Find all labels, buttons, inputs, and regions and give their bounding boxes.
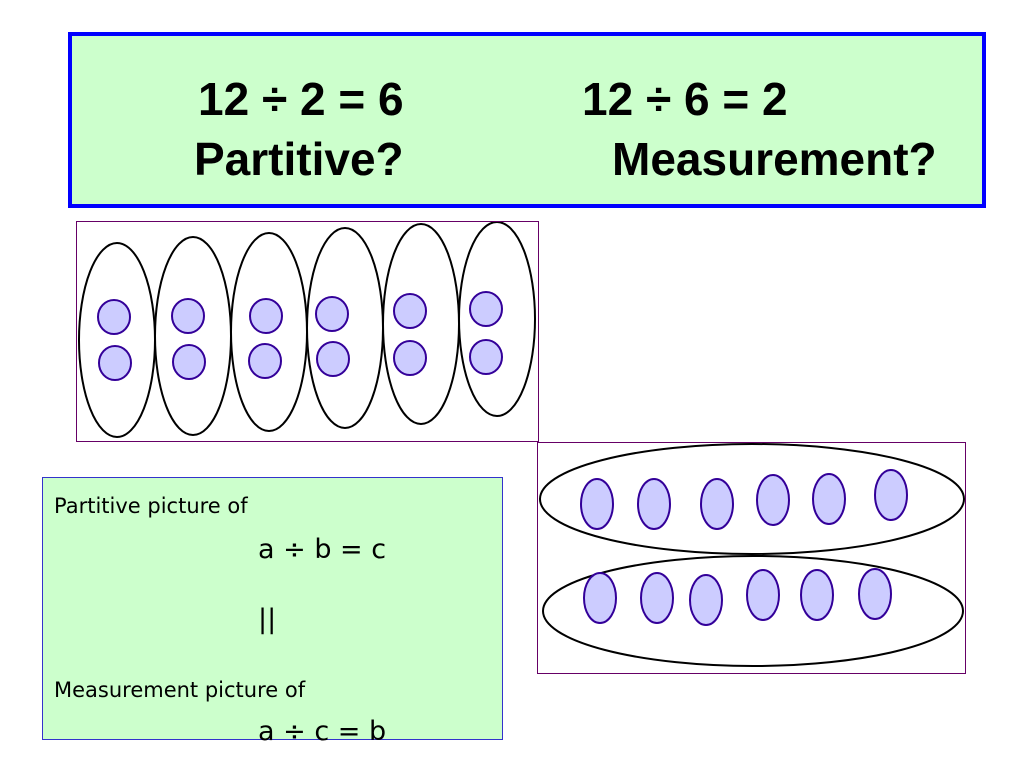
item-dot (97, 299, 131, 335)
partitive-groups (78, 222, 536, 438)
item-dot (812, 473, 846, 525)
item-dot (249, 298, 283, 334)
note-formula-measurement: a ÷ c = b (258, 716, 387, 747)
item-dot (248, 343, 282, 379)
note-measurement-caption: Measurement picture of (54, 678, 306, 702)
measurement-groups (539, 443, 965, 667)
label-partitive: Partitive? (194, 133, 404, 185)
note-partitive-caption: Partitive picture of (54, 494, 248, 518)
partitive-diagram-svg (78, 222, 536, 438)
item-dot (580, 478, 614, 530)
item-dot (637, 478, 671, 530)
item-dot (640, 572, 674, 624)
group-oval (458, 222, 536, 417)
title-panel: 12 ÷ 2 = 6 12 ÷ 6 = 2 Partitive? Measure… (68, 32, 986, 208)
group-oval (542, 555, 964, 667)
item-dot (756, 474, 790, 526)
item-dot (800, 569, 834, 621)
note-equals-sign: || (258, 604, 277, 635)
measurement-diagram (537, 442, 966, 674)
item-dot (583, 572, 617, 624)
group-oval (306, 227, 384, 429)
equation-measurement: 12 ÷ 6 = 2 (582, 73, 788, 125)
item-dot (316, 341, 350, 377)
equation-partitive: 12 ÷ 2 = 6 (198, 73, 404, 125)
group-oval (539, 443, 965, 555)
group-oval (78, 242, 156, 438)
label-measurement: Measurement? (612, 133, 937, 185)
item-dot (746, 569, 780, 621)
item-dot (393, 340, 427, 376)
note-panel: Partitive picture of a ÷ b = c || Measur… (42, 477, 503, 745)
item-dot (858, 568, 892, 620)
item-dot (689, 574, 723, 626)
item-dot (172, 344, 206, 380)
note-formula-partitive: a ÷ b = c (258, 534, 387, 565)
item-dot (469, 291, 503, 327)
item-dot (700, 478, 734, 530)
partitive-diagram (76, 221, 539, 442)
measurement-items (580, 469, 908, 626)
item-dot (315, 296, 349, 332)
measurement-diagram-svg (539, 443, 965, 667)
partitive-items (97, 291, 503, 381)
group-oval (154, 236, 232, 436)
item-dot (874, 469, 908, 521)
item-dot (469, 339, 503, 375)
item-dot (171, 298, 205, 334)
item-dot (98, 345, 132, 381)
item-dot (393, 293, 427, 329)
